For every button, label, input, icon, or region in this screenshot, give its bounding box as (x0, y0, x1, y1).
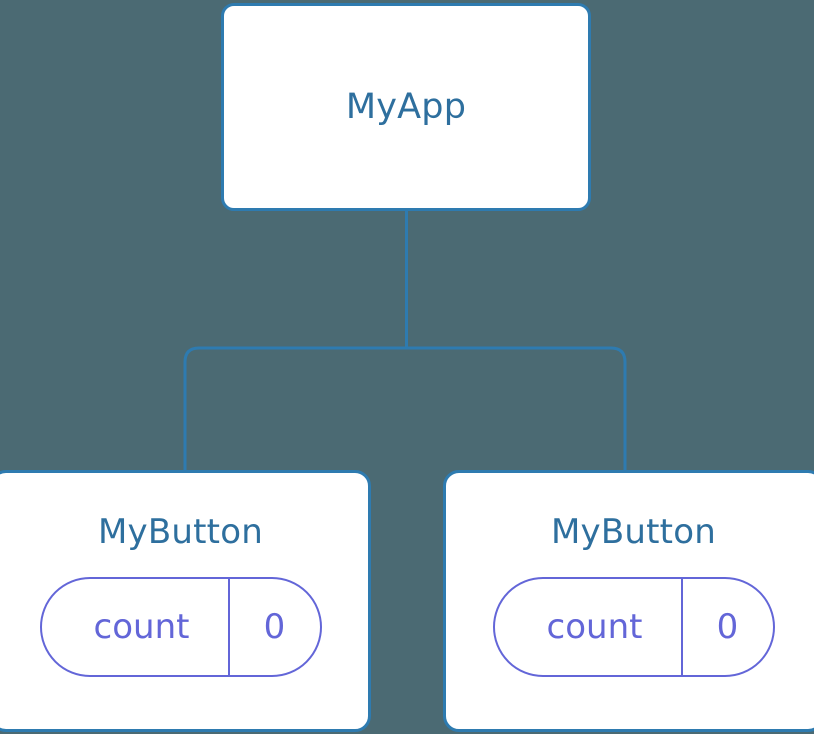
state-key: count (93, 607, 190, 647)
component-node-label: MyButton (98, 512, 263, 552)
state-badge[interactable]: count 0 (39, 577, 322, 677)
connector-branch-right (406, 346, 627, 472)
state-value: 0 (680, 579, 773, 675)
connector-branch-left (183, 346, 407, 472)
component-node-myapp[interactable]: MyApp (221, 3, 591, 211)
component-node-mybutton-1[interactable]: MyButton count 0 (443, 470, 814, 732)
state-value: 0 (227, 579, 320, 675)
component-node-label: MyButton (551, 512, 716, 552)
component-node-mybutton-0[interactable]: MyButton count 0 (0, 470, 371, 732)
state-badge[interactable]: count 0 (492, 577, 775, 677)
state-key: count (546, 607, 643, 647)
component-node-label: MyApp (345, 86, 467, 127)
